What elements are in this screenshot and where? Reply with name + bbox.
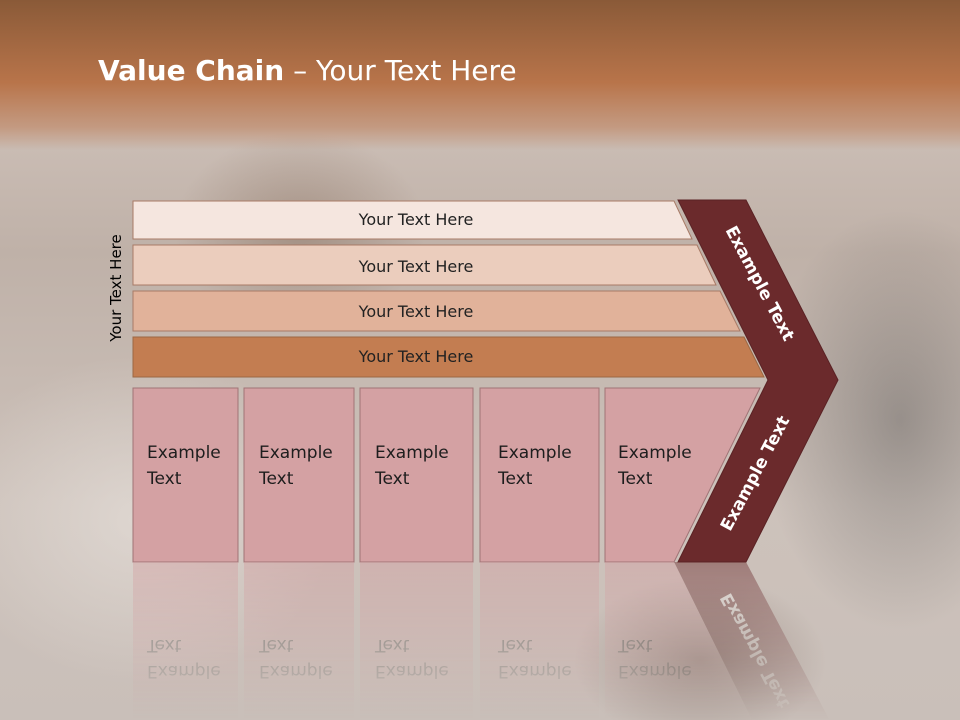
box-1 — [132, 387, 239, 563]
reflection-box-3-line1: Example — [375, 661, 449, 681]
reflection-box-4-text: Example Text — [497, 635, 572, 681]
box-5-line1: Example — [618, 443, 692, 463]
box-2-line1: Example — [259, 443, 333, 463]
reflection-box-3-line2: Text — [374, 635, 410, 655]
box-4-line1: Example — [498, 443, 572, 463]
row-label-4: Your Text Here — [358, 347, 474, 366]
box-1-line2: Text — [146, 469, 182, 489]
reflection-box-3-text: Example Text — [374, 635, 449, 681]
row-shape-4 — [132, 336, 765, 378]
box-3 — [359, 387, 474, 563]
reflection-box-1-line1: Example — [147, 661, 221, 681]
row-shape-1 — [132, 200, 693, 240]
reflection: Example Text Example Text Example Text Exam… — [133, 562, 830, 720]
reflection-box-2-line2: Text — [258, 635, 294, 655]
title-bold: Value Chain — [98, 54, 285, 87]
box-2-line2: Text — [258, 469, 294, 489]
slide-title: Value Chain – Your Text Here — [98, 54, 517, 87]
box-2 — [243, 387, 355, 563]
box-4-line2: Text — [497, 469, 533, 489]
box-1-line1: Example — [147, 443, 221, 463]
box-3-line1: Example — [375, 443, 449, 463]
box-2-label: Example Text — [258, 443, 338, 489]
reflection-box-5-line1: Example — [618, 661, 692, 681]
rows-group: Your Text Here Your Text Here Your Text … — [132, 200, 765, 378]
row-label-2: Your Text Here — [358, 257, 474, 276]
row-shape-3 — [132, 290, 741, 332]
reflection-box-1-line2: Text — [146, 635, 182, 655]
box-4-label: Example Text — [497, 443, 577, 489]
reflection-box-1-text: Example Text — [146, 635, 221, 681]
box-5-label: Example Text — [617, 443, 697, 489]
reflection-box-2-text: Example Text — [258, 635, 333, 681]
title-banner — [0, 0, 960, 150]
reflection-box-5-text: Example Text — [617, 635, 692, 681]
row-shape-2 — [132, 244, 717, 286]
box-3-line2: Text — [374, 469, 410, 489]
reflection-box-2-line1: Example — [259, 661, 333, 681]
box-1-label: Example Text — [146, 443, 226, 489]
reflection-box-4-line2: Text — [497, 635, 533, 655]
reflection-box-4-line1: Example — [498, 661, 572, 681]
boxes-group: Example Text Example Text Example Text E… — [132, 387, 761, 563]
chevron-arrow — [677, 199, 839, 563]
title-rest: – Your Text Here — [284, 54, 517, 87]
box-3-label: Example Text — [374, 443, 454, 489]
reflection-box-5-line2: Text — [617, 635, 653, 655]
row-label-3: Your Text Here — [358, 302, 474, 321]
box-4 — [479, 387, 600, 563]
box-5-line2: Text — [617, 469, 653, 489]
row-label-1: Your Text Here — [358, 210, 474, 229]
